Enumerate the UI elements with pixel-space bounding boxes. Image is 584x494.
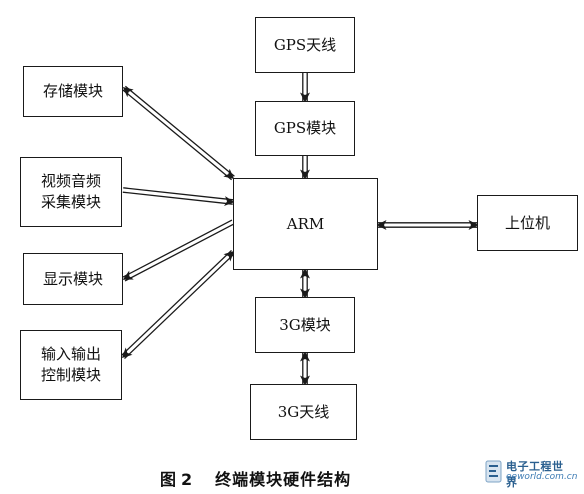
- arrow-g3-module-g3-antenna: [300, 351, 310, 386]
- eeworld-watermark: 电子工程世界 eeworld.com.cn: [484, 458, 578, 489]
- arrow-gps-antenna-to-gps-module: [300, 73, 310, 103]
- display-module-block: 显示模块: [23, 253, 123, 305]
- gps-module-block: GPS模块: [255, 101, 355, 156]
- arrow-arm-host: [376, 220, 479, 230]
- host-computer-block: 上位机: [477, 195, 578, 251]
- arrow-io-control-arm: [121, 249, 235, 360]
- caption-title: 终端模块硬件结构: [215, 470, 352, 489]
- caption-label: 图: [160, 470, 178, 489]
- gps-module-label: GPS模块: [273, 119, 337, 137]
- g3-antenna-block: 3G天线: [250, 384, 357, 440]
- g3-module-block: 3G模块: [255, 297, 355, 353]
- arrow-gps-module-to-arm: [300, 156, 310, 180]
- g3-antenna-label: 3G天线: [277, 402, 330, 421]
- arrow-storage-arm: [122, 85, 235, 181]
- storage-module-label: 存储模块: [42, 82, 103, 100]
- storage-module-block: 存储模块: [23, 66, 123, 117]
- av-capture-label-line1: 视频音频: [40, 172, 101, 190]
- gps-antenna-block: GPS天线: [255, 17, 355, 73]
- arrow-arm-g3-module: [300, 268, 310, 299]
- watermark-url: eeworld.com.cn: [506, 472, 578, 482]
- watermark-title: 电子工程世界: [506, 460, 564, 489]
- host-computer-label: 上位机: [504, 213, 550, 232]
- arm-label: ARM: [286, 214, 325, 233]
- io-control-label-line2: 控制模块: [40, 366, 101, 384]
- caption-number: 2: [181, 470, 194, 489]
- io-control-label-line1: 输入输出: [40, 345, 101, 363]
- arrow-arm-to-display: [122, 219, 235, 282]
- g3-module-label: 3G模块: [279, 315, 331, 334]
- arrow-av-capture-to-arm: [122, 187, 235, 207]
- io-control-module-block: 输入输出 控制模块: [20, 330, 122, 400]
- av-capture-label-line2: 采集模块: [40, 193, 101, 211]
- av-capture-module-block: 视频音频 采集模块: [20, 157, 122, 227]
- arm-block: ARM: [233, 178, 378, 270]
- gps-antenna-label: GPS天线: [273, 35, 337, 54]
- eeworld-logo-icon: [485, 460, 502, 483]
- display-module-label: 显示模块: [42, 269, 103, 288]
